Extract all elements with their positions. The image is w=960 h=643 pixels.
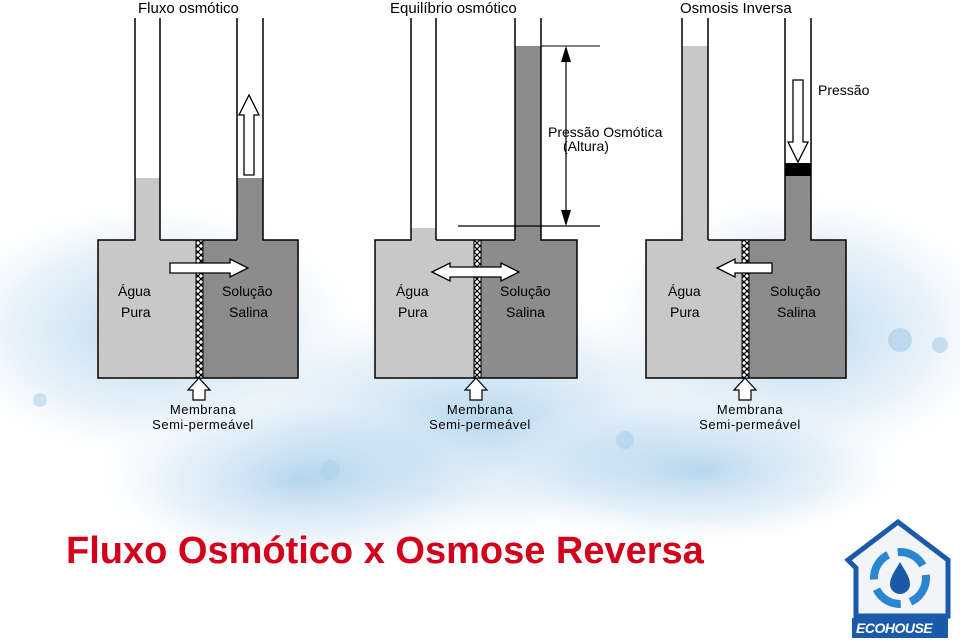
- pressure-arrow-down-icon: [786, 79, 810, 164]
- membrane: [195, 239, 204, 379]
- membrane-label-bottom: Semi-permeável: [429, 417, 531, 432]
- water-splash-background: [0, 180, 960, 570]
- membrane-label-top: Membrana: [446, 402, 514, 417]
- membrane: [741, 239, 750, 379]
- membrane: [473, 239, 482, 379]
- label-pure-water-top: Água: [396, 283, 429, 299]
- membrane-label-bottom: Semi-permeável: [152, 417, 254, 432]
- header-osmotic-equilibrium: Equilíbrio osmótico: [390, 0, 517, 17]
- ecohouse-logo: [844, 518, 951, 638]
- label-pure-water-top: Água: [118, 283, 151, 299]
- flow-arrow-right-icon: [169, 257, 250, 279]
- membrane-pointer-icon: [186, 377, 212, 401]
- main-title: Fluxo Osmótico x Osmose Reversa: [66, 530, 704, 572]
- header-osmotic-flow: Fluxo osmótico: [138, 0, 239, 17]
- label-pure-water-top: Água: [668, 283, 701, 299]
- membrane-pointer-icon: [463, 377, 489, 401]
- piston: [785, 163, 811, 176]
- label-saline-bottom: Salina: [229, 304, 268, 320]
- label-saline-top: Solução: [770, 283, 821, 299]
- membrane-pointer-icon: [732, 377, 758, 401]
- osmotic-pressure-height-label: (Altura): [563, 138, 609, 154]
- recycle-icon: [870, 548, 930, 608]
- double-arrow-icon: [430, 261, 521, 283]
- label-pure-water-bottom: Pura: [121, 304, 151, 320]
- panel-osmotic-flow: [97, 18, 299, 401]
- logo-text: ECOHOUSE: [856, 620, 933, 636]
- panel-osmotic-equilibrium: [374, 18, 600, 401]
- membrane-label-top: Membrana: [169, 402, 237, 417]
- label-saline-top: Solução: [500, 283, 551, 299]
- membrane-label-bottom: Semi-permeável: [699, 417, 801, 432]
- membrane-label-top: Membrana: [716, 402, 784, 417]
- header-reverse-osmosis: Osmosis Inversa: [680, 0, 792, 17]
- label-saline-bottom: Salina: [777, 304, 816, 320]
- rise-arrow-up-icon: [237, 93, 261, 176]
- membrane-label: Membrana Semi-permeável: [420, 402, 540, 432]
- label-pure-water-bottom: Pura: [670, 304, 700, 320]
- flow-arrow-left-icon: [715, 257, 773, 279]
- water-drop-icon: [890, 562, 910, 594]
- pressure-label: Pressão: [818, 82, 870, 98]
- membrane-label: Membrana Semi-permeável: [144, 402, 262, 432]
- label-saline-top: Solução: [222, 283, 273, 299]
- label-pure-water-bottom: Pura: [398, 304, 428, 320]
- membrane-label: Membrana Semi-permeável: [690, 402, 810, 432]
- label-saline-bottom: Salina: [506, 304, 545, 320]
- panel-reverse-osmosis: [645, 18, 847, 401]
- osmotic-pressure-label: Pressão Osmótica: [548, 124, 663, 140]
